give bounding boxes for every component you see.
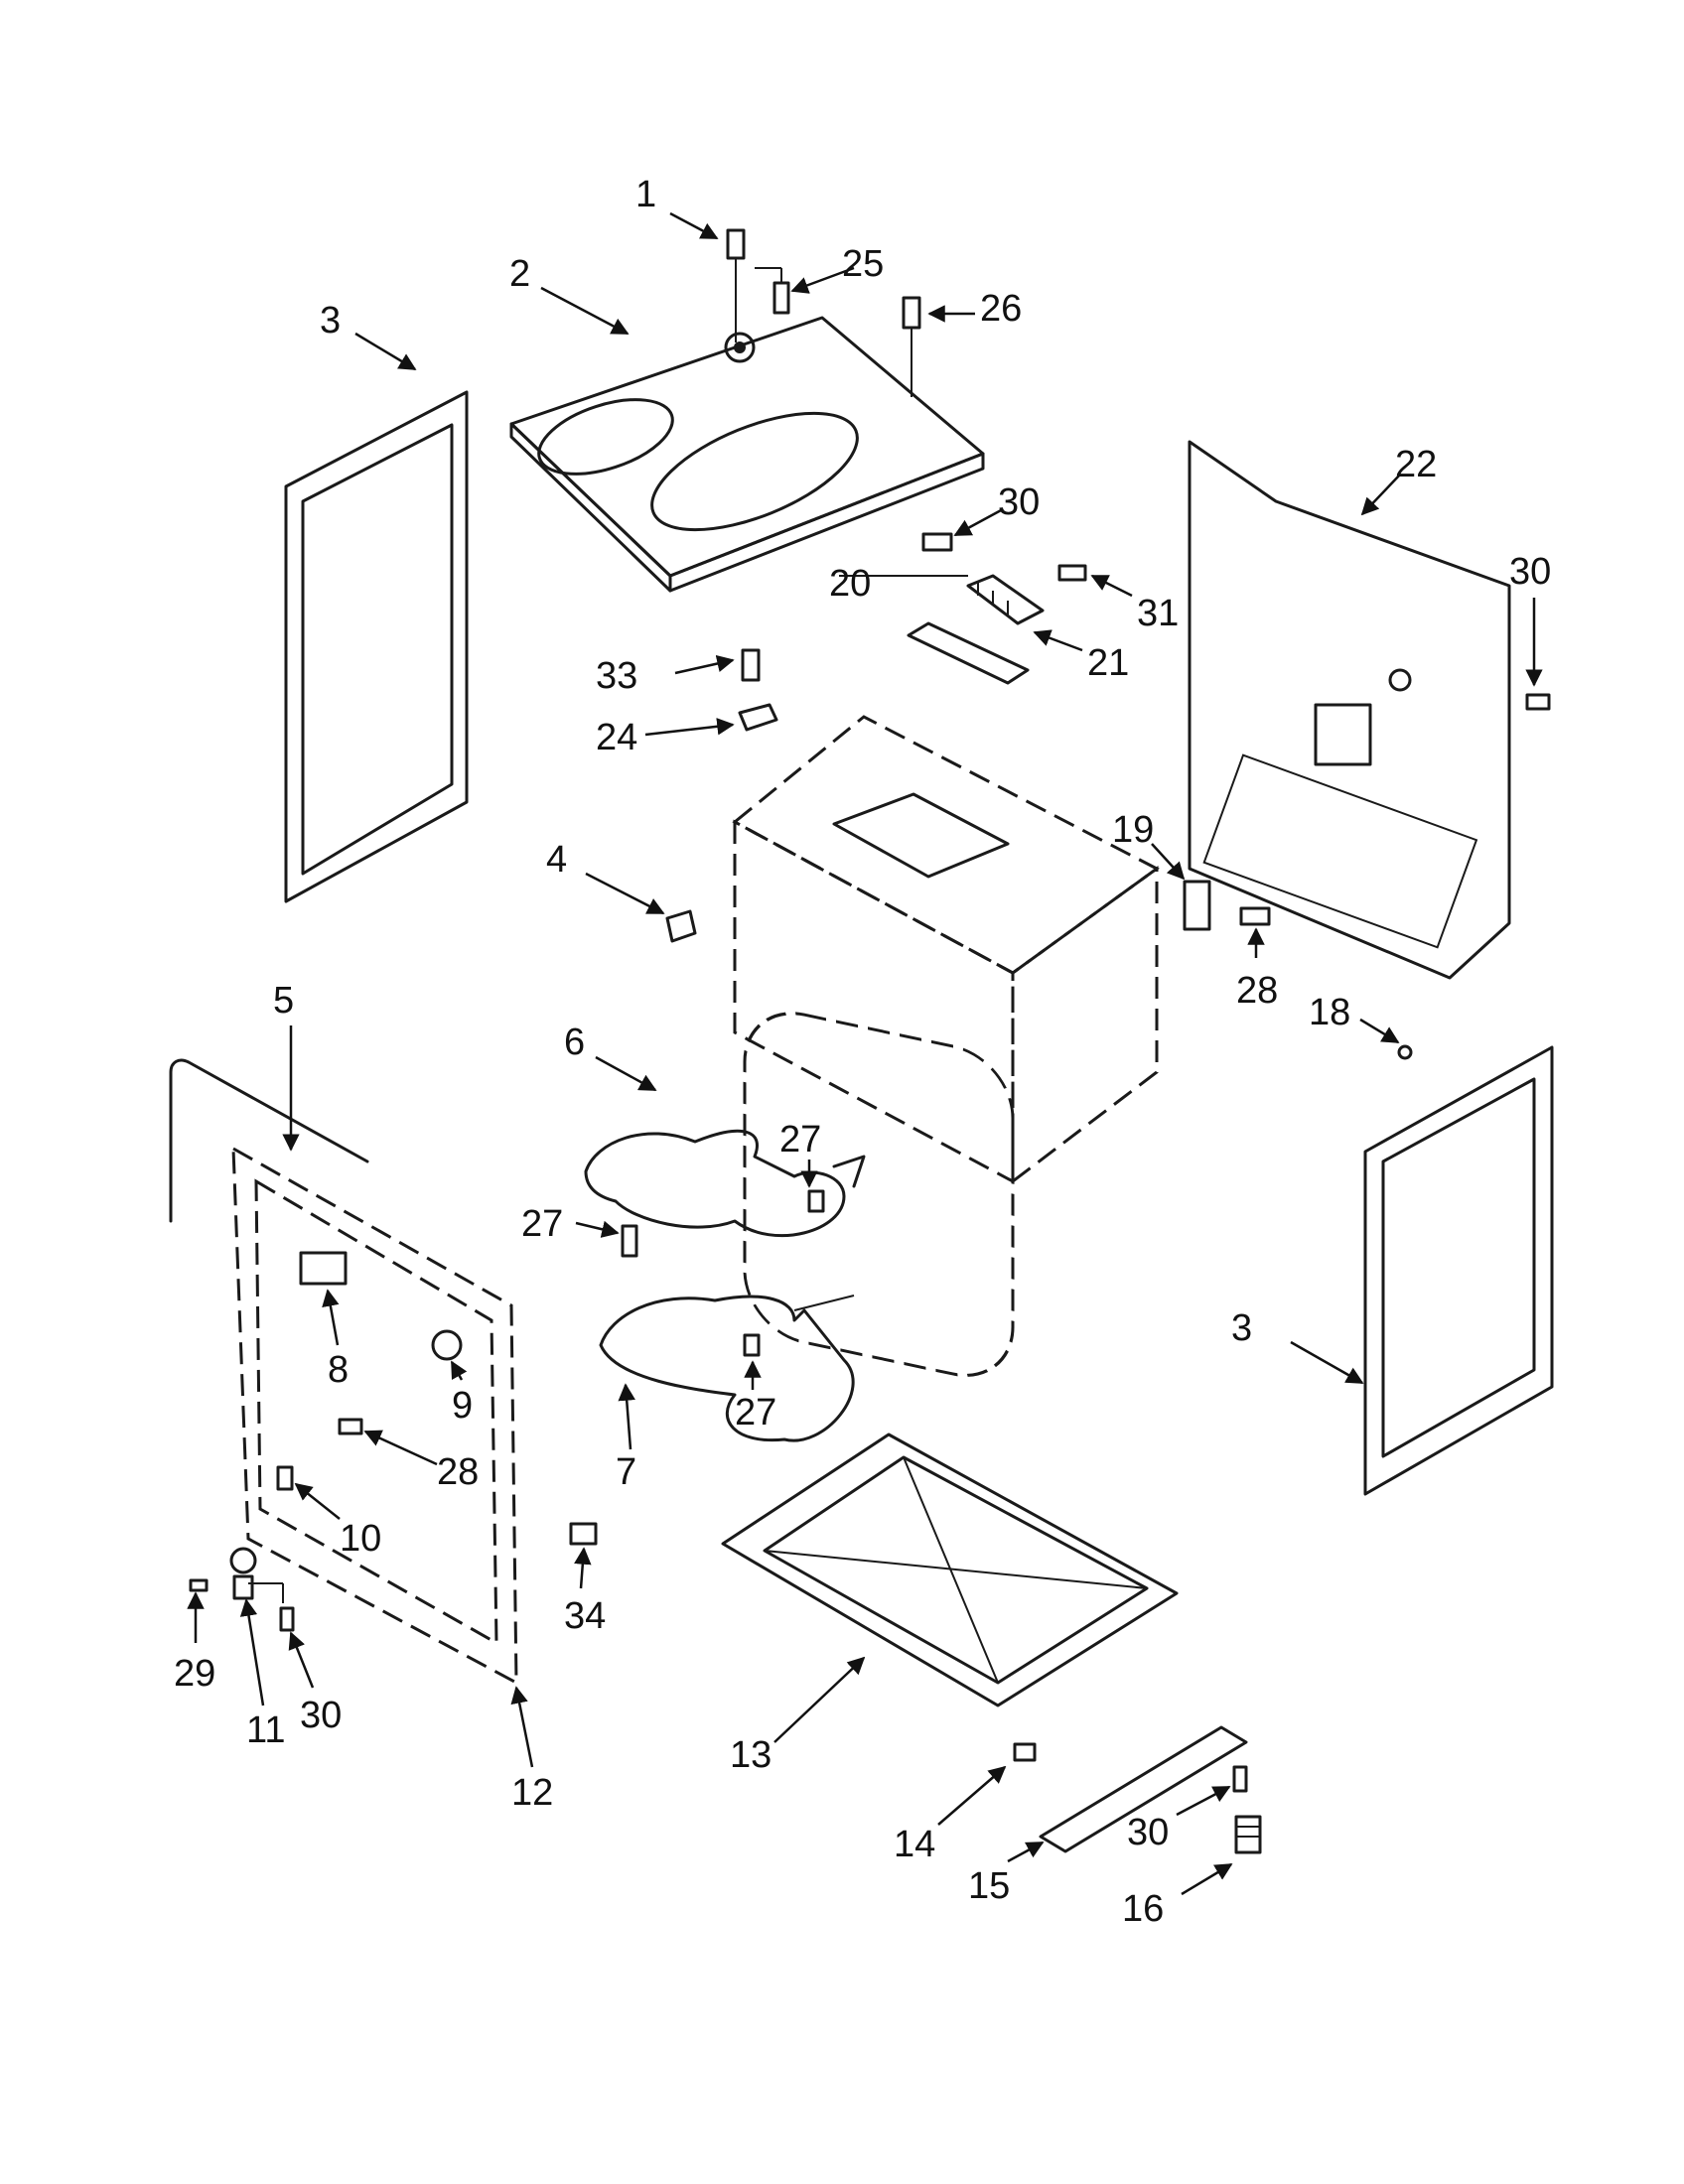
callout-29: 29: [174, 1653, 215, 1695]
callout-7: 7: [616, 1451, 636, 1493]
part-20-bracket: [839, 575, 1030, 685]
callout-28a: 28: [1236, 970, 1278, 1012]
callout-11: 11: [246, 1709, 285, 1751]
part-19-bracket: [1183, 880, 1211, 931]
part-3-side-panel-right: [1363, 1045, 1554, 1496]
part-11-latch: [229, 1547, 257, 1600]
callout-3a: 3: [320, 300, 341, 341]
part-30-screw-center: [921, 532, 953, 552]
callout-20: 20: [829, 563, 871, 605]
callout-30a: 30: [998, 481, 1040, 523]
part-34-screw: [569, 1522, 598, 1546]
callout-labels: 1 2 3 3 4 5 6 7 8 9 10 11 12 13 14 15 16…: [174, 174, 1551, 1930]
part-26-screw: [902, 296, 921, 397]
part-7-bake-element: [599, 1295, 855, 1442]
callout-12: 12: [511, 1772, 553, 1814]
part-30-screw-right: [1525, 693, 1551, 711]
leader-lines: [187, 211, 1543, 1896]
part-2-top-panel: [509, 316, 985, 593]
callout-4: 4: [546, 839, 567, 881]
callout-6: 6: [564, 1022, 585, 1063]
part-21-terminal-block: [966, 574, 1045, 625]
callout-30b: 30: [1509, 551, 1551, 593]
callout-21: 21: [1087, 642, 1129, 684]
callout-8: 8: [328, 1349, 349, 1391]
callout-25: 25: [842, 243, 884, 285]
part-27-screw-b: [807, 1189, 825, 1213]
part-30-screw-latch: [248, 1582, 295, 1632]
part-5-gasket: [169, 1058, 369, 1223]
callout-5: 5: [273, 980, 294, 1022]
callout-19: 19: [1112, 809, 1154, 851]
callout-18: 18: [1309, 992, 1350, 1033]
part-33-screw: [741, 648, 761, 682]
part-27-screw-a: [621, 1224, 638, 1258]
callout-33: 33: [596, 655, 637, 697]
callout-30c: 30: [300, 1695, 342, 1736]
part-14-clip: [1013, 1742, 1037, 1762]
part-10-switch: [276, 1465, 294, 1491]
part-15-rail: [1039, 1725, 1248, 1853]
callout-34: 34: [564, 1595, 606, 1637]
part-4-clip: [665, 909, 697, 943]
callout-9: 9: [452, 1385, 473, 1427]
callout-15: 15: [968, 1865, 1010, 1907]
part-30-screw-lower: [1232, 1765, 1248, 1793]
part-18-screw: [1397, 1044, 1413, 1060]
callout-27c: 27: [735, 1392, 776, 1433]
part-25-screw: [755, 267, 790, 315]
callout-22: 22: [1395, 444, 1437, 485]
callout-3b: 3: [1231, 1307, 1252, 1349]
callout-30d: 30: [1127, 1812, 1169, 1853]
part-24-clip: [738, 703, 778, 732]
part-13-oven-bottom: [721, 1433, 1179, 1707]
part-3-side-panel-left: [284, 390, 469, 903]
callout-16: 16: [1122, 1888, 1164, 1930]
callout-31: 31: [1137, 593, 1179, 634]
part-8-bracket: [299, 1251, 348, 1286]
part-31-screw: [1057, 564, 1087, 582]
part-29-screw: [189, 1578, 209, 1592]
part-12-front-frame: [231, 1146, 518, 1686]
callout-10: 10: [340, 1518, 381, 1560]
callout-14: 14: [894, 1824, 935, 1865]
part-16-leveling-leg: [1234, 1815, 1262, 1854]
oven-cavity: [732, 715, 1160, 1377]
callout-13: 13: [730, 1734, 772, 1776]
callout-2: 2: [509, 253, 530, 295]
callout-28b: 28: [437, 1451, 479, 1493]
callout-27a: 27: [779, 1119, 821, 1160]
part-6-broil-element: [584, 1129, 866, 1238]
callout-1: 1: [635, 174, 656, 215]
part-1-post: [726, 228, 746, 342]
part-22-back-panel: [1188, 440, 1511, 980]
part-28-screw-left: [338, 1418, 363, 1435]
part-9-plug: [431, 1329, 463, 1361]
callout-24: 24: [596, 717, 637, 758]
callout-27b: 27: [521, 1203, 563, 1245]
part-28-screw-right: [1239, 906, 1271, 926]
callout-26: 26: [980, 288, 1022, 330]
part-27-screw-c: [743, 1333, 761, 1357]
